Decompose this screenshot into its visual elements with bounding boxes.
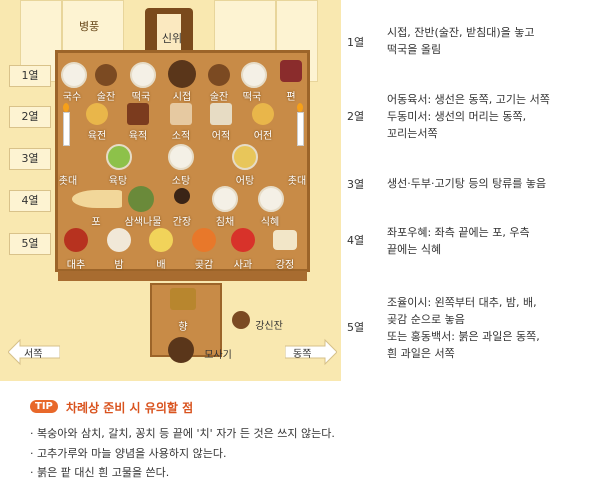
- desc-row-3: 생선·두부·고기탕 등의 탕류를 놓음: [387, 177, 547, 190]
- dish-label: 떡국: [131, 92, 151, 103]
- dish-label: 어전: [253, 131, 273, 142]
- dish-label: 술잔: [96, 92, 116, 103]
- dish-label: 식혜: [260, 217, 280, 228]
- desc-row-1: 시접, 잔반(술잔, 받침대)을 놓고 떡국을 올림: [387, 26, 535, 56]
- dish-meat-pancake: [86, 103, 108, 125]
- dish-label: 사과: [233, 260, 253, 271]
- dish-apple: [231, 228, 255, 252]
- dish-chestnut: [107, 228, 131, 252]
- dish-label: 포: [91, 217, 101, 228]
- desc-row-number: 5열: [347, 321, 365, 334]
- west-label: 서쪽: [24, 349, 43, 360]
- dish-label: 어탕: [235, 176, 255, 187]
- dish-three-color-herbs: [128, 186, 154, 212]
- desc-row-2: 어동육서: 생선은 동쪽, 고기는 서쪽 두동미서: 생선의 머리는 동쪽, 꼬…: [387, 93, 550, 140]
- folding-screen-label: 병풍: [79, 20, 100, 33]
- candle-left: [63, 112, 70, 146]
- desc-row-number: 1열: [347, 36, 365, 49]
- tip-item: · 복숭아와 삼치, 갈치, 꽁치 등 끝에 '치' 자가 든 것은 쓰지 않는…: [30, 427, 335, 440]
- tip-title: 차례상 준비 시 유의할 점: [66, 401, 194, 415]
- dish-label: 촛대: [287, 176, 307, 187]
- dish-label: 국수: [62, 92, 82, 103]
- dish-label: 육적: [128, 131, 148, 142]
- dish-tofu-soup: [168, 144, 194, 170]
- dish-meat-soup: [106, 144, 132, 170]
- dish-label: 밤: [114, 260, 124, 271]
- dish-wine-cup: [208, 64, 230, 86]
- dish-dried-persimmon: [192, 228, 216, 252]
- dish-label: 강정: [275, 260, 295, 271]
- dish-rice-cake-soup: [130, 62, 156, 88]
- ancestral-table-diagram: 병풍 신위 1열 2열 3열 4열 5열 국수 술잔 떡국 시접 술잔 떡국 편…: [0, 0, 341, 381]
- dish-rice-cake: [280, 60, 302, 82]
- dish-jujube: [64, 228, 88, 252]
- dish-label: 떡국: [242, 92, 262, 103]
- dish-wine-cup: [95, 64, 117, 86]
- dish-fish-skewer: [210, 103, 232, 125]
- spirit-tablet: [145, 8, 193, 58]
- dish-label: 시접: [172, 92, 192, 103]
- tip-item: · 고추가루와 마늘 양념을 사용하지 않는다.: [30, 447, 227, 460]
- dish-label: 술잔: [209, 92, 229, 103]
- dish-gangjeong: [273, 230, 297, 250]
- incense-label: 향: [178, 322, 188, 333]
- tip-item: · 붉은 팥 대신 흰 고물을 쓴다.: [30, 466, 170, 479]
- row-tag-1: 1열: [9, 65, 51, 87]
- dish-fish-pancake: [252, 103, 274, 125]
- dish-spoon-plate: [168, 60, 196, 88]
- dish-label: 편: [286, 92, 296, 103]
- dish-label: 어적: [211, 131, 231, 142]
- dish-label: 육전: [87, 131, 107, 142]
- dish-noodle: [61, 62, 87, 88]
- tip-badge: TIP: [30, 400, 58, 413]
- libation-cup-label: 강신잔: [255, 321, 283, 332]
- incense-burner-icon: [170, 288, 196, 310]
- dish-dried-fish: [72, 190, 122, 208]
- dish-label: 배: [156, 260, 166, 271]
- row-tag-4: 4열: [9, 190, 51, 212]
- desc-row-number: 2열: [347, 110, 365, 123]
- dish-label: 곶감: [194, 260, 214, 271]
- flame-icon: [297, 103, 303, 112]
- desc-row-5: 조율이시: 왼쪽부터 대추, 밤, 배, 곶감 순으로 놓음 또는 홍동백서: …: [387, 296, 540, 360]
- libation-cup-icon: [232, 311, 250, 329]
- candle-right: [297, 112, 304, 146]
- spirit-tablet-label: 신위: [161, 32, 183, 45]
- row-tag-2: 2열: [9, 106, 51, 128]
- dish-label: 간장: [172, 217, 192, 228]
- dish-label: 침채: [215, 217, 235, 228]
- dish-label: 육탕: [108, 176, 128, 187]
- dish-kimchi: [212, 186, 238, 212]
- desc-row-number: 3열: [347, 178, 365, 191]
- dish-label: 삼색나물: [124, 217, 162, 228]
- dish-label: 소적: [171, 131, 191, 142]
- dish-label: 소탕: [171, 176, 191, 187]
- row-tag-3: 3열: [9, 148, 51, 170]
- dish-rice-cake-soup: [241, 62, 267, 88]
- east-label: 동쪽: [293, 349, 312, 360]
- desc-row-number: 4열: [347, 234, 365, 247]
- dish-label: 대추: [66, 260, 86, 271]
- row-tag-5: 5열: [9, 233, 51, 255]
- desc-row-4: 좌포우혜: 좌측 끝에는 포, 우측 끝에는 식혜: [387, 226, 530, 256]
- dish-pear: [149, 228, 173, 252]
- dish-tofu-skewer: [170, 103, 192, 125]
- east-arrow: 동쪽: [284, 338, 338, 366]
- dish-fish-soup: [232, 144, 258, 170]
- west-arrow: 서쪽: [7, 338, 61, 366]
- flame-icon: [63, 103, 69, 112]
- dish-soy-sauce: [174, 188, 190, 204]
- sand-bowl-icon: [168, 337, 194, 363]
- sand-bowl-label: 모사기: [204, 350, 232, 361]
- dish-meat-skewer: [127, 103, 149, 125]
- dish-rice-punch: [258, 186, 284, 212]
- dish-label: 촛대: [58, 176, 78, 187]
